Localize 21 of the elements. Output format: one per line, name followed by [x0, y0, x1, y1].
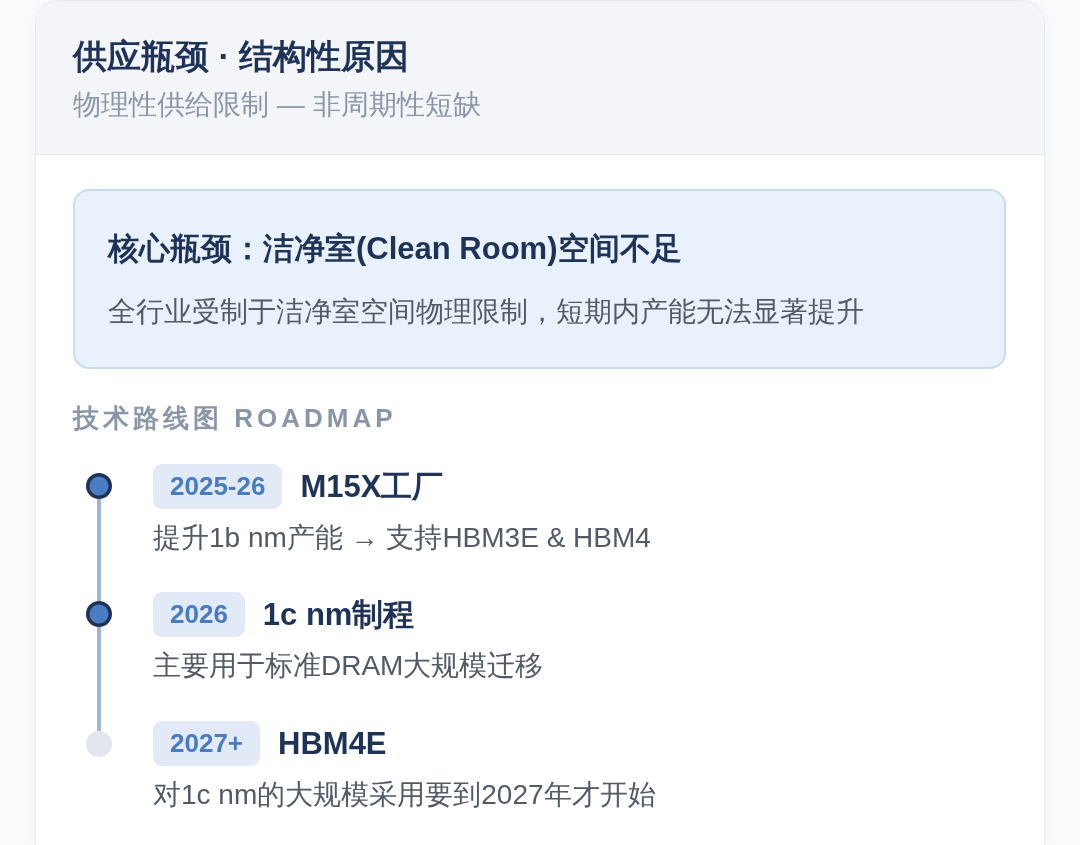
item-description: 对1c nm的大规模采用要到2027年才开始: [153, 778, 656, 812]
item-title: 1c nm制程: [262, 595, 415, 634]
item-description: 主要用于标准DRAM大规模迁移: [153, 649, 544, 683]
callout-box: [73, 189, 1006, 369]
card-title: 供应瓶颈 · 结构性原因: [73, 36, 410, 77]
timeline-dot: [86, 473, 112, 499]
callout-text: 全行业受制于洁净室空间物理限制，短期内产能无法显著提升: [108, 295, 864, 329]
timeline-line: [97, 627, 101, 731]
card-panel: [35, 0, 1045, 845]
callout-heading: 核心瓶颈：洁净室(Clean Room)空间不足: [108, 230, 682, 268]
section-heading: 技术路线图 ROADMAP: [73, 403, 397, 435]
year-badge: 2025-26: [153, 464, 283, 509]
item-title: M15X工厂: [300, 467, 444, 506]
timeline-dot: [86, 601, 112, 627]
timeline-dot: [86, 731, 112, 757]
timeline-line: [97, 499, 101, 601]
year-badge: 2027+: [153, 721, 261, 766]
item-description: 提升1b nm产能 → 支持HBM3E & HBM4: [153, 521, 651, 555]
card-subtitle: 物理性供给限制 — 非周期性短缺: [73, 88, 481, 122]
item-title: HBM4E: [278, 724, 387, 763]
year-badge: 2026: [153, 592, 245, 637]
